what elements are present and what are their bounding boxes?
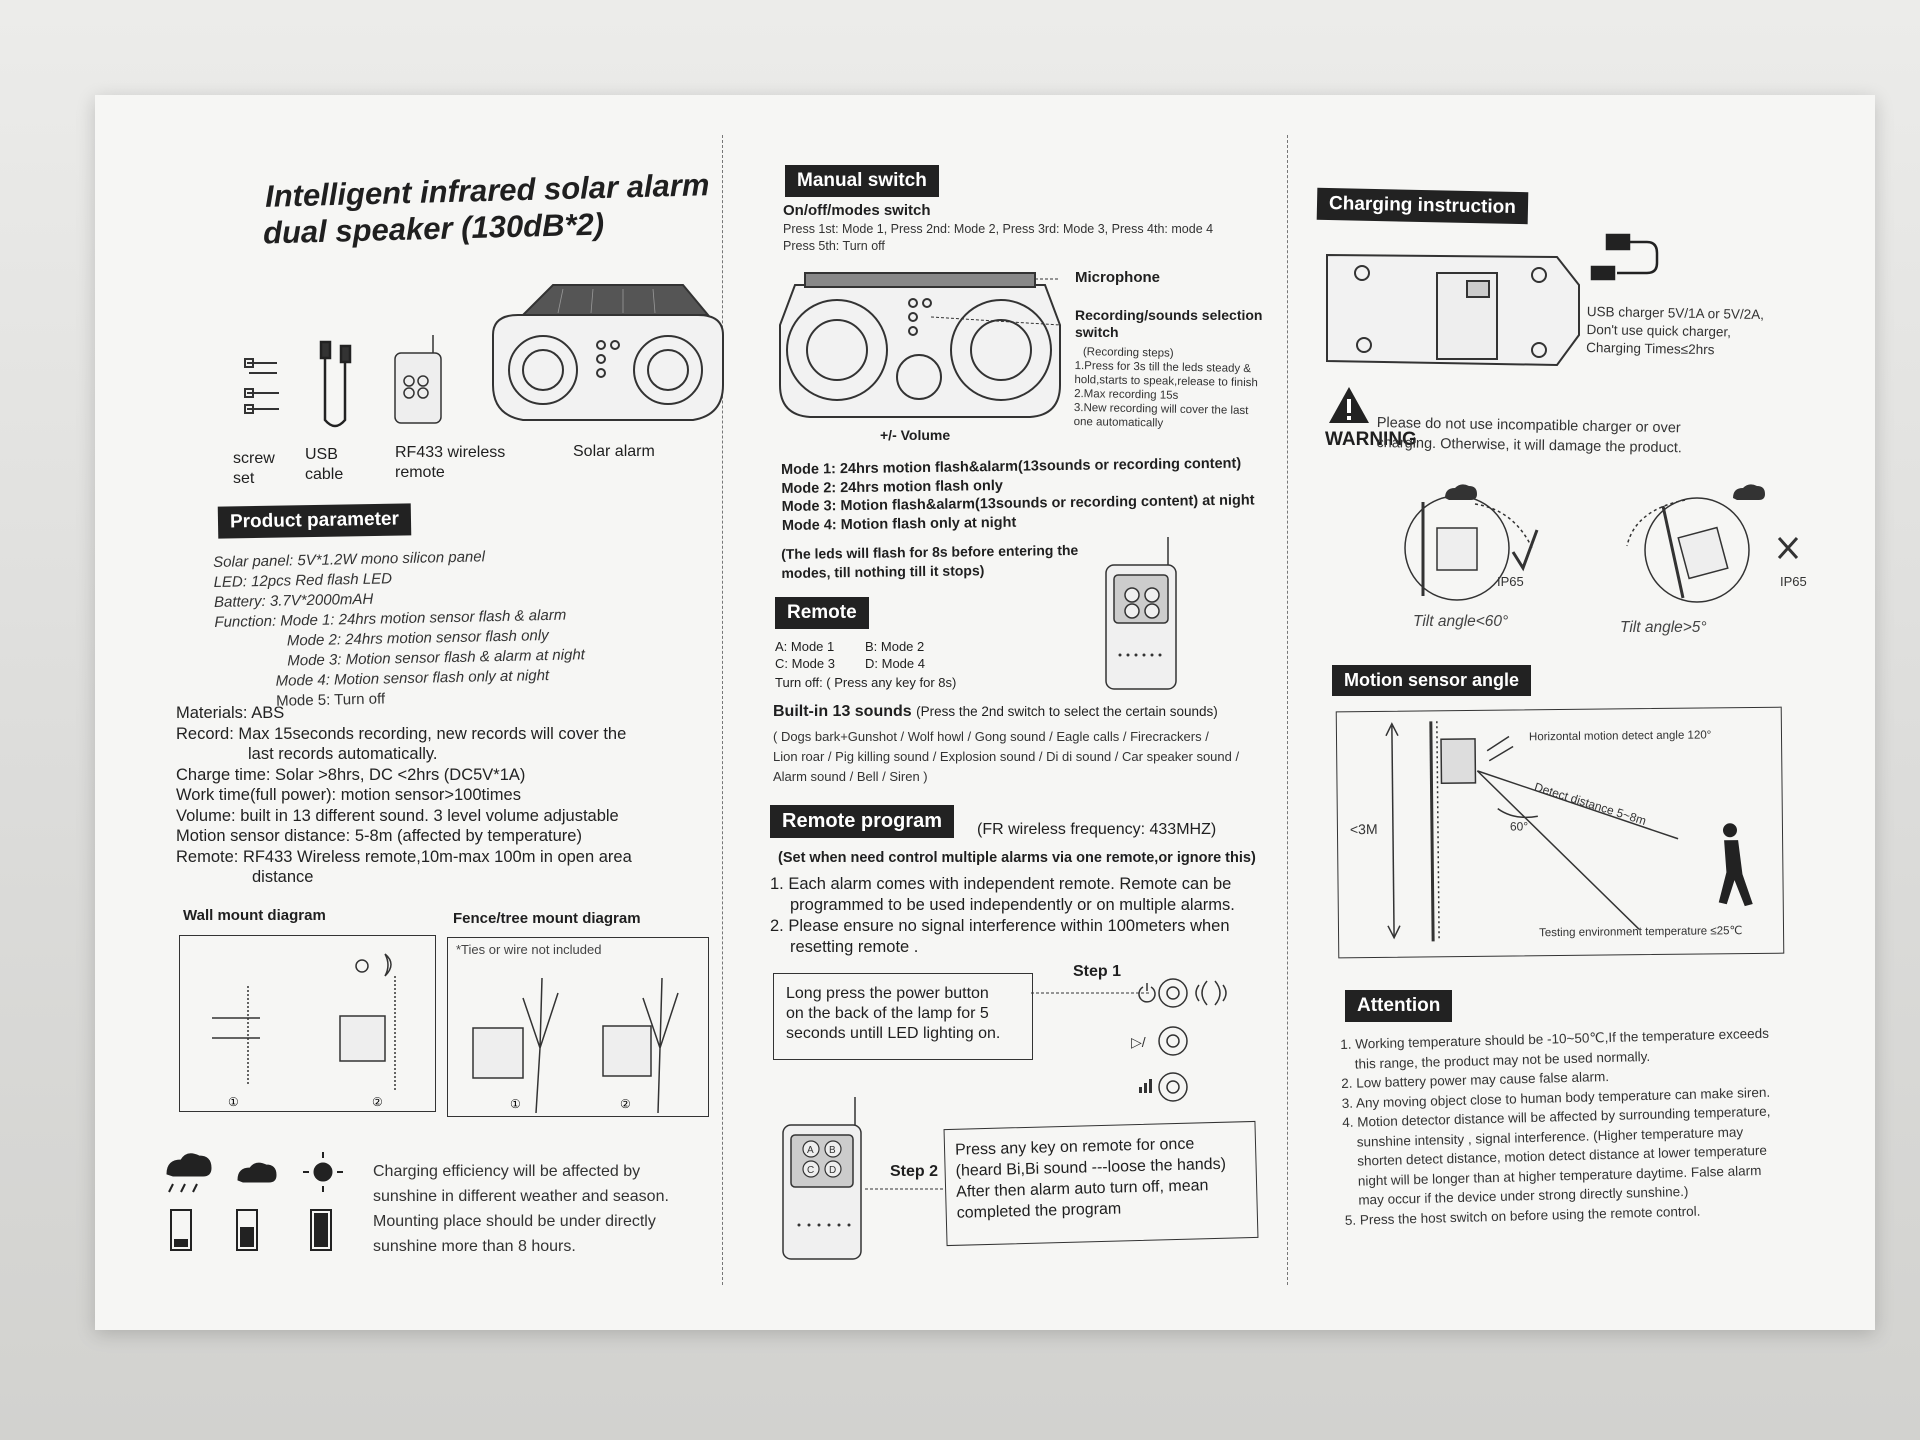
remote-mode-b: B: Mode 2	[865, 639, 925, 654]
step2-label: Step 2	[890, 1163, 939, 1180]
step2-text: Press any key on remote for once (heard …	[954, 1135, 1227, 1222]
charging-port-diagram	[1326, 233, 1659, 367]
onoff-line-2: Press 5th: Turn off	[783, 239, 885, 253]
device-front-diagram	[779, 272, 1061, 418]
motion-height-label: <3M	[1350, 821, 1378, 837]
manual-switch-header: Manual switch	[785, 165, 939, 197]
program-frequency: (FR wireless frequency: 433MHZ)	[977, 821, 1217, 838]
warning-text: Please do not use incompatible charger o…	[1376, 414, 1683, 457]
step1-box: Long press the power button on the back …	[773, 973, 1033, 1060]
motion-distance-label: Detect distance 5~8m	[1533, 780, 1648, 828]
item-solar-label: Solar alarm	[573, 443, 655, 460]
product-parameter-header: Product parameter	[217, 503, 412, 539]
tilt-x-label: Tilt angle>5°	[1620, 619, 1707, 636]
motion-angle-label: 60°	[1510, 819, 1528, 833]
wall-mount-title: Wall mount diagram	[183, 907, 326, 924]
manual-sheet: Intelligent infrared solar alarm dual sp…	[95, 95, 1875, 1330]
fence-mount-step-1: ①	[510, 1097, 521, 1111]
attention-header: Attention	[1345, 990, 1453, 1022]
remote-key-b: B	[829, 1145, 836, 1156]
attention-list: 1. Working temperature should be -10~50℃…	[1340, 1025, 1771, 1228]
sounds-list: ( Dogs bark+Gunshot / Wolf howl / Gong s…	[773, 729, 1240, 784]
remote-mode-a: A: Mode 1	[775, 639, 835, 654]
fence-mount-step-2: ②	[620, 1097, 631, 1111]
fence-mount-note: *Ties or wire not included	[456, 942, 602, 957]
screw-set-icon	[244, 358, 279, 414]
remote-key-a: A	[807, 1145, 814, 1156]
wall-mount-step-2: ②	[372, 1095, 383, 1109]
tilt-angle-diagram: IP65 IP65	[1404, 484, 1807, 603]
motion-sensor-diagram: Horizontal motion detect angle 120° Dete…	[1335, 706, 1785, 959]
recording-steps: (Recording steps) 1.Press for 3s till th…	[1073, 346, 1258, 430]
onoff-title: On/off/modes switch	[783, 202, 931, 219]
usb-charger-note: USB charger 5V/1A or 5V/2A, Don't use qu…	[1586, 303, 1765, 358]
tilt-ok-label: Tilt angle<60°	[1413, 613, 1509, 630]
charging-efficiency-note: Charging efficiency will be affected by …	[373, 1163, 669, 1255]
weather-battery-icons	[166, 1152, 343, 1251]
svg-text:▷/: ▷/	[1131, 1034, 1146, 1050]
remote-header: Remote	[775, 597, 869, 629]
step2-connector	[865, 1188, 943, 1190]
step2-remote-illustration: A B C D	[782, 1097, 862, 1260]
fence-mount-title: Fence/tree mount diagram	[453, 910, 641, 927]
warning-label: WARNING	[1325, 429, 1417, 450]
usb-cable-icon	[319, 340, 352, 428]
title-line-1: Intelligent infrared solar alarm	[264, 167, 710, 214]
remote-mode-d: D: Mode 4	[865, 656, 925, 671]
step1-text: Long press the power button on the back …	[786, 985, 1001, 1042]
warning-icon	[1329, 387, 1369, 423]
fence-mount-diagram: *Ties or wire not included ① ②	[447, 937, 709, 1117]
wall-mount-step-1: ①	[228, 1095, 239, 1109]
motion-sensor-header: Motion sensor angle	[1332, 665, 1532, 696]
leds-note: (The leds will flash for 8s before enter…	[781, 541, 1079, 581]
microphone-label: Microphone	[1075, 269, 1160, 286]
charging-instruction-header: Charging instruction	[1316, 187, 1529, 225]
column-divider	[1287, 135, 1288, 1285]
program-list: 1. Each alarm comes with independent rem…	[770, 875, 1235, 956]
params-italic-block: Solar panel: 5V*1.2W mono silicon panel …	[213, 548, 586, 710]
remote-key-d: D	[829, 1165, 836, 1176]
program-note: (Set when need control multiple alarms v…	[778, 850, 1256, 866]
params-block: Materials: ABS Record: Max 15seconds rec…	[176, 704, 632, 886]
remote-turn-off: Turn off: ( Press any key for 8s)	[775, 675, 957, 690]
volume-label: +/- Volume	[880, 427, 951, 443]
step1-label: Step 1	[1073, 963, 1122, 980]
ip65-ok-label: IP65	[1497, 574, 1524, 589]
solar-alarm-illustration	[492, 284, 724, 421]
sounds-heading: Built-in 13 sounds (Press the 2nd switch…	[773, 703, 1218, 720]
column-divider	[722, 135, 723, 1285]
remote-icon	[394, 335, 442, 424]
wall-mount-diagram: ① ②	[179, 935, 436, 1112]
step1-buttons: ▷/	[1031, 978, 1227, 1102]
modes-list: Mode 1: 24hrs motion flash&alarm(13sound…	[781, 455, 1255, 534]
motion-temp-label: Testing environment temperature ≤25℃	[1539, 925, 1743, 939]
title-line-2: dual speaker (130dB*2)	[262, 206, 605, 251]
onoff-line-1: Press 1st: Mode 1, Press 2nd: Mode 2, Pr…	[783, 222, 1214, 236]
step2-box: Press any key on remote for once (heard …	[943, 1120, 1259, 1247]
remote-mode-c: C: Mode 3	[775, 656, 835, 671]
ip65-x-label: IP65	[1780, 574, 1807, 589]
remote-key-c: C	[807, 1165, 814, 1176]
remote-illustration	[1105, 537, 1177, 690]
motion-horizontal-label: Horizontal motion detect angle 120°	[1529, 729, 1711, 743]
remote-program-header: Remote program	[770, 805, 955, 838]
